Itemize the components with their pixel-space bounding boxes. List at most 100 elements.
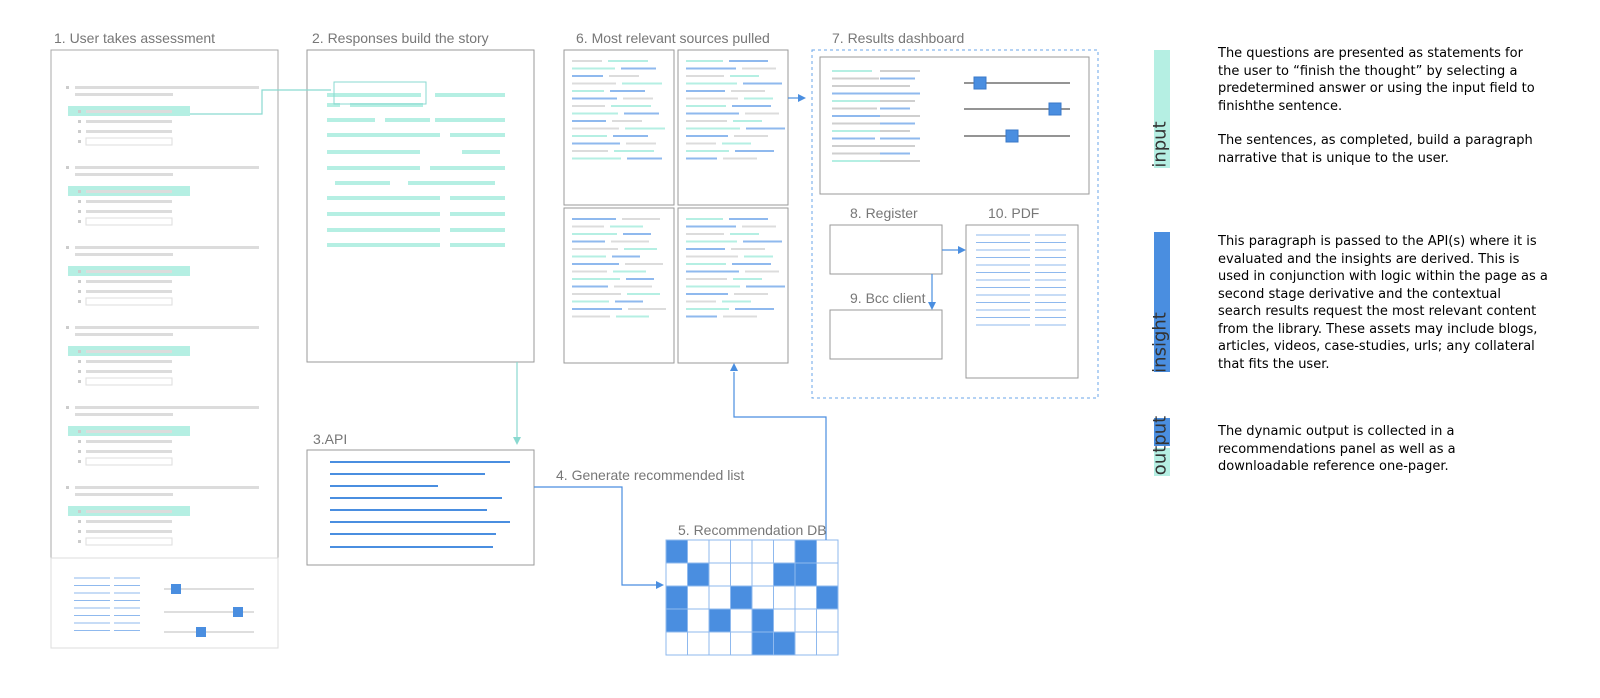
- db-cell: [730, 608, 753, 633]
- source-line: [612, 120, 642, 122]
- source-line: [729, 60, 768, 62]
- legend-input-p2: The sentences, as completed, build a par…: [1218, 133, 1533, 166]
- step-8-label: 8. Register: [850, 205, 918, 221]
- question-line: [75, 253, 173, 256]
- source-line: [686, 300, 716, 303]
- arrow-head: [730, 363, 738, 371]
- dash-line: [880, 100, 915, 102]
- arrow-head: [513, 437, 521, 445]
- step-1-label: 1. User takes assessment: [54, 30, 216, 46]
- story-line: [350, 103, 423, 107]
- story-frame: [306, 49, 535, 363]
- answer-input: [85, 217, 173, 226]
- answer-line: [86, 530, 172, 533]
- source-line: [572, 127, 619, 130]
- source-line: [627, 157, 662, 160]
- source-line: [608, 60, 648, 62]
- source-line: [723, 315, 757, 318]
- db-cell: [708, 631, 731, 656]
- register-box: [829, 224, 943, 275]
- story-line: [327, 150, 420, 154]
- dash-line: [832, 137, 875, 140]
- dash-line: [880, 160, 920, 162]
- db-cell: [794, 608, 817, 633]
- answer-line: [86, 200, 172, 203]
- dash-slider-thumb: [1048, 102, 1062, 116]
- answer-bullet: [78, 460, 81, 463]
- db-cell: [794, 539, 817, 564]
- question-line: [75, 86, 259, 89]
- source-line: [628, 308, 666, 310]
- legend-insight-p1: This paragraph is passed to the API(s) w…: [1218, 234, 1548, 372]
- db-cell: [687, 631, 710, 656]
- source-line: [729, 218, 768, 220]
- dash-line: [880, 137, 920, 140]
- source-line: [733, 120, 762, 122]
- answer-bullet: [78, 300, 81, 303]
- dash-line: [832, 122, 891, 125]
- question-bullet: [66, 86, 69, 89]
- db-cell: [665, 539, 688, 564]
- source-line: [686, 225, 736, 228]
- source-line: [732, 263, 771, 265]
- story-line: [327, 118, 375, 122]
- undefined: [534, 486, 656, 586]
- source-line: [742, 67, 776, 70]
- source-line: [686, 90, 725, 92]
- source-line: [611, 105, 651, 107]
- story-highlight: [333, 81, 427, 105]
- source-line: [572, 218, 616, 220]
- answer-bullet: [78, 350, 81, 353]
- source-line: [572, 90, 604, 92]
- mini-slider-thumb: [233, 607, 243, 617]
- source-line: [627, 293, 660, 295]
- source-line: [572, 308, 622, 310]
- legend-input-label: input: [1149, 121, 1171, 168]
- question-line: [75, 246, 259, 249]
- answer-line: [86, 270, 172, 273]
- answer-line: [86, 450, 172, 453]
- answer-bullet: [78, 290, 81, 293]
- answer-line: [86, 360, 172, 363]
- mini-slider-thumb: [171, 584, 181, 594]
- source-line: [686, 233, 724, 235]
- source-line: [686, 127, 740, 130]
- story-line: [450, 212, 505, 216]
- story-line: [327, 228, 440, 232]
- db-cell: [665, 562, 688, 587]
- source-line: [614, 285, 652, 288]
- db-cell: [794, 631, 817, 656]
- dash-line: [832, 130, 898, 132]
- source-line: [686, 120, 727, 122]
- story-line: [327, 196, 440, 200]
- answer-bullet: [78, 220, 81, 223]
- source-line: [746, 127, 785, 130]
- dash-line: [880, 122, 915, 125]
- db-cell: [730, 585, 753, 610]
- dash-line: [880, 115, 920, 117]
- dash-line: [832, 160, 896, 162]
- db-cell: [816, 608, 839, 633]
- bcc-box: [829, 309, 943, 360]
- answer-line: [86, 280, 172, 283]
- db-cell: [794, 562, 817, 587]
- answer-bullet: [78, 440, 81, 443]
- step-6-label: 6. Most relevant sources pulled: [576, 30, 770, 46]
- story-line: [450, 133, 505, 137]
- question-line: [75, 326, 259, 329]
- story-line: [435, 118, 505, 122]
- answer-bullet: [78, 370, 81, 373]
- source-line: [621, 67, 656, 70]
- step-10-label: 10. PDF: [988, 205, 1040, 221]
- source-line: [733, 278, 762, 280]
- frames: [50, 49, 1099, 649]
- db-cell: [816, 585, 839, 610]
- source-line: [686, 150, 729, 152]
- source-line: [572, 142, 620, 145]
- source-line: [572, 263, 619, 265]
- dash-line: [832, 92, 893, 95]
- dash-line: [880, 85, 910, 87]
- source-line: [730, 75, 759, 77]
- answer-bullet: [78, 530, 81, 533]
